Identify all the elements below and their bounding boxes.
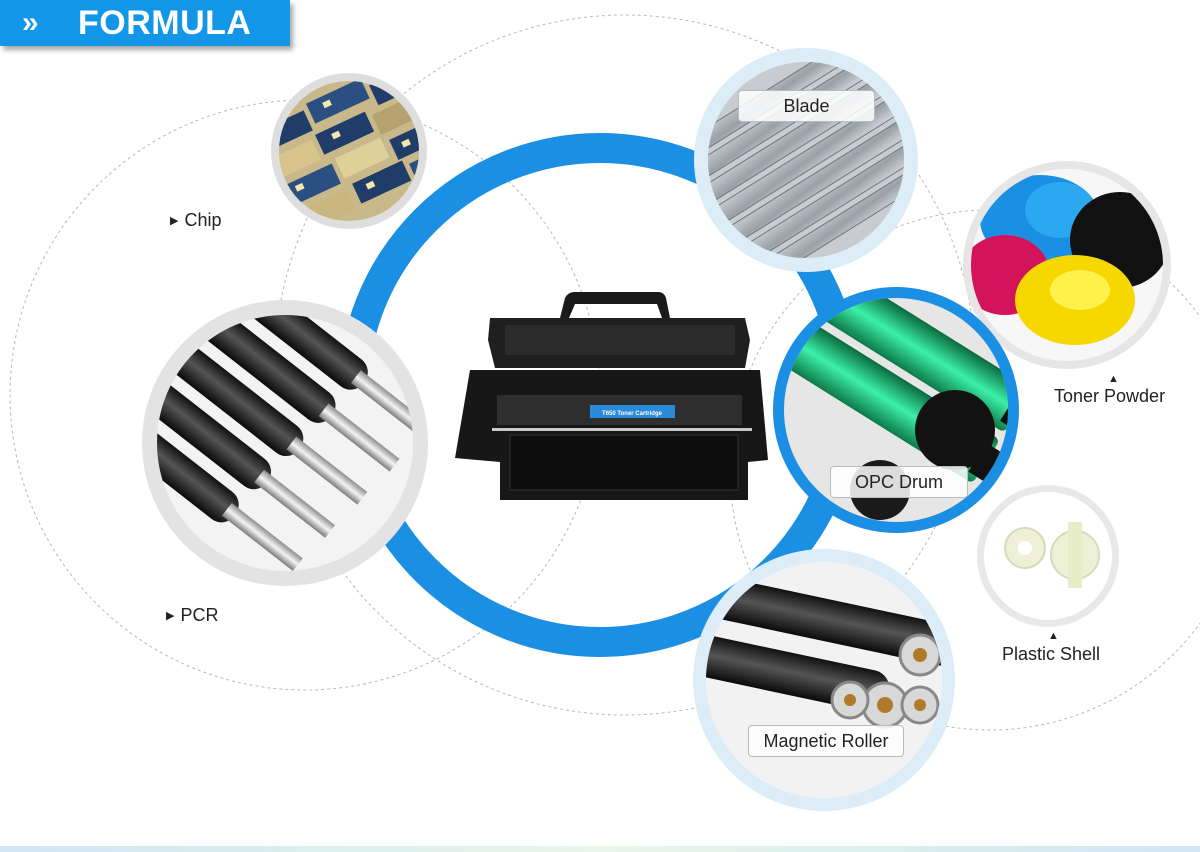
opc-drum-label: OPC Drum [830,466,968,498]
toner-powder-label: Toner Powder [1054,386,1166,406]
cartridge-label: T650 Toner Cartridge [602,411,663,417]
bottom-divider [0,846,1200,852]
double-chevron-icon: » [22,6,39,39]
caret-up-icon: ▲ [1108,373,1119,385]
caret-right-icon: ▶ [170,215,179,227]
magnetic-roller-photo [706,562,942,798]
pcr-label: ▶PCR [166,605,219,625]
caret-up-icon: ▲ [1048,630,1059,642]
blade-label: Blade [738,90,875,122]
caret-right-icon: ▶ [166,610,175,622]
toner-cartridge-image [455,292,768,500]
plastic-shell-photo [984,492,1112,620]
banner-title: FORMULA [78,4,252,42]
magnetic-roller-label: Magnetic Roller [748,725,904,757]
chip-label: ▶Chip [170,210,222,230]
plastic-shell-label: Plastic Shell [1002,644,1101,664]
toner-powder-photo [971,169,1163,361]
formula-banner: » FORMULA [0,0,290,46]
pcr-photo [157,315,413,571]
